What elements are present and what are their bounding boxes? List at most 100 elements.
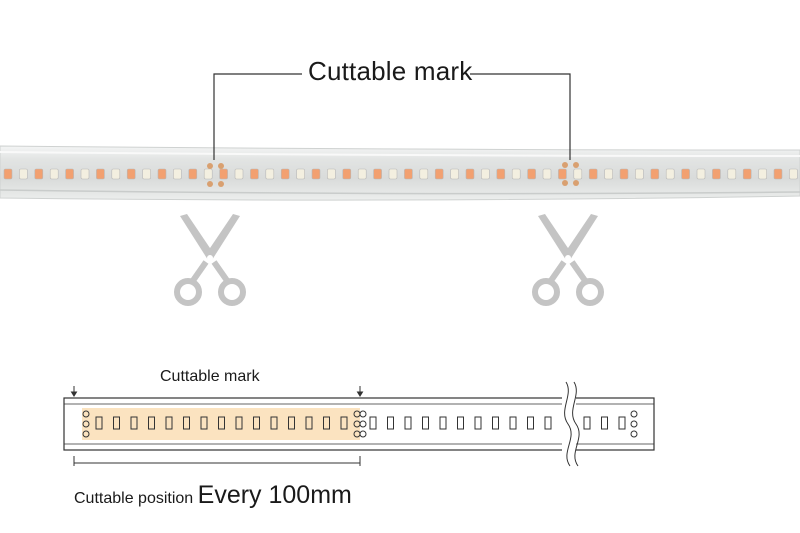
schematic-led-row — [95, 416, 626, 430]
schematic-led — [544, 416, 552, 430]
led-chip — [434, 168, 444, 180]
strip-schematic — [63, 381, 655, 467]
led-chip — [527, 168, 536, 180]
led-chip — [80, 168, 90, 180]
schematic-led — [323, 416, 330, 430]
led-chip — [604, 168, 613, 180]
led-chip — [665, 168, 675, 180]
cut-position-caption: Cuttable position Every 100mm — [74, 481, 352, 510]
cut-pads-left — [207, 163, 224, 187]
arrow-down-icon — [70, 386, 78, 397]
schematic-led — [369, 416, 377, 430]
scissors-icon — [174, 214, 246, 306]
led-chip — [296, 168, 305, 180]
schematic-led — [583, 416, 591, 430]
schematic-led — [130, 416, 138, 430]
led-chips — [3, 168, 798, 180]
led-chip — [542, 168, 552, 180]
led-chip — [481, 168, 490, 180]
schematic-led — [253, 416, 260, 430]
led-chip — [511, 168, 521, 180]
schematic-led — [509, 416, 517, 430]
led-chip — [619, 168, 629, 180]
led-chip — [142, 168, 151, 180]
schematic-led — [340, 416, 348, 430]
led-chip — [773, 168, 783, 180]
led-chip — [727, 168, 737, 180]
schematic-led — [422, 416, 429, 430]
cut-contacts — [82, 410, 638, 438]
arrow-down-icon — [356, 386, 364, 397]
led-chip — [357, 168, 367, 180]
led-chip — [742, 168, 752, 180]
led-chip — [311, 168, 321, 180]
schematic-led — [618, 416, 626, 430]
led-chip — [342, 168, 352, 180]
led-strip-photo — [0, 145, 800, 201]
led-chip — [681, 168, 690, 180]
led-chip — [3, 168, 13, 180]
led-chip — [111, 168, 121, 180]
cut-length-bracket — [73, 456, 361, 466]
led-chip — [188, 168, 198, 180]
schematic-led — [457, 416, 464, 430]
led-chip — [465, 168, 475, 180]
schematic-led — [439, 416, 447, 430]
led-chip — [789, 168, 798, 180]
cut-mark-callout-lines — [213, 73, 571, 160]
led-chip — [404, 168, 413, 180]
schematic-led — [474, 416, 482, 430]
led-chip — [203, 168, 213, 180]
schematic-led — [404, 416, 412, 430]
led-chip — [758, 168, 767, 180]
schematic-led — [492, 416, 499, 430]
led-chip — [712, 168, 721, 180]
schematic-led — [95, 416, 103, 430]
cuttable-segment-highlight — [82, 408, 360, 440]
schematic-led — [218, 416, 225, 430]
schematic-led — [288, 416, 295, 430]
schematic-led — [601, 416, 608, 430]
led-chip — [558, 168, 567, 180]
schematic-led — [270, 416, 278, 430]
led-chip — [173, 168, 182, 180]
led-chip — [635, 168, 644, 180]
schematic-led — [148, 416, 155, 430]
led-chip — [250, 168, 259, 180]
led-chip — [450, 168, 459, 180]
led-chip — [388, 168, 398, 180]
schematic-led — [183, 416, 190, 430]
led-chip — [696, 168, 706, 180]
led-chip — [280, 168, 290, 180]
led-chip — [327, 168, 336, 180]
cut-interval: Every 100mm — [197, 481, 352, 509]
led-chip — [157, 168, 167, 180]
led-chip — [96, 168, 105, 180]
schematic-led — [387, 416, 394, 430]
led-chip — [49, 168, 59, 180]
schematic-led — [235, 416, 243, 430]
led-chip — [573, 168, 583, 180]
led-chip — [496, 168, 506, 180]
schematic-led — [165, 416, 173, 430]
led-chip — [234, 168, 244, 180]
led-chip — [34, 168, 44, 180]
scissors-icon — [532, 214, 604, 306]
led-chip — [126, 168, 136, 180]
led-chip — [65, 168, 74, 180]
cut-position-label: Cuttable position — [74, 490, 194, 507]
led-chip — [265, 168, 275, 180]
schematic-cut-mark-label: Cuttable mark — [160, 368, 260, 385]
schematic-led — [200, 416, 208, 430]
cut-pads-right — [562, 162, 579, 186]
schematic-led — [305, 416, 313, 430]
led-chip — [219, 168, 228, 180]
cut-mark-label: Cuttable mark — [308, 56, 473, 86]
led-chip — [650, 168, 660, 180]
led-chip — [588, 168, 598, 180]
led-chip — [419, 168, 429, 180]
break-mark — [562, 381, 580, 467]
schematic-led — [527, 416, 534, 430]
schematic-led — [113, 416, 120, 430]
